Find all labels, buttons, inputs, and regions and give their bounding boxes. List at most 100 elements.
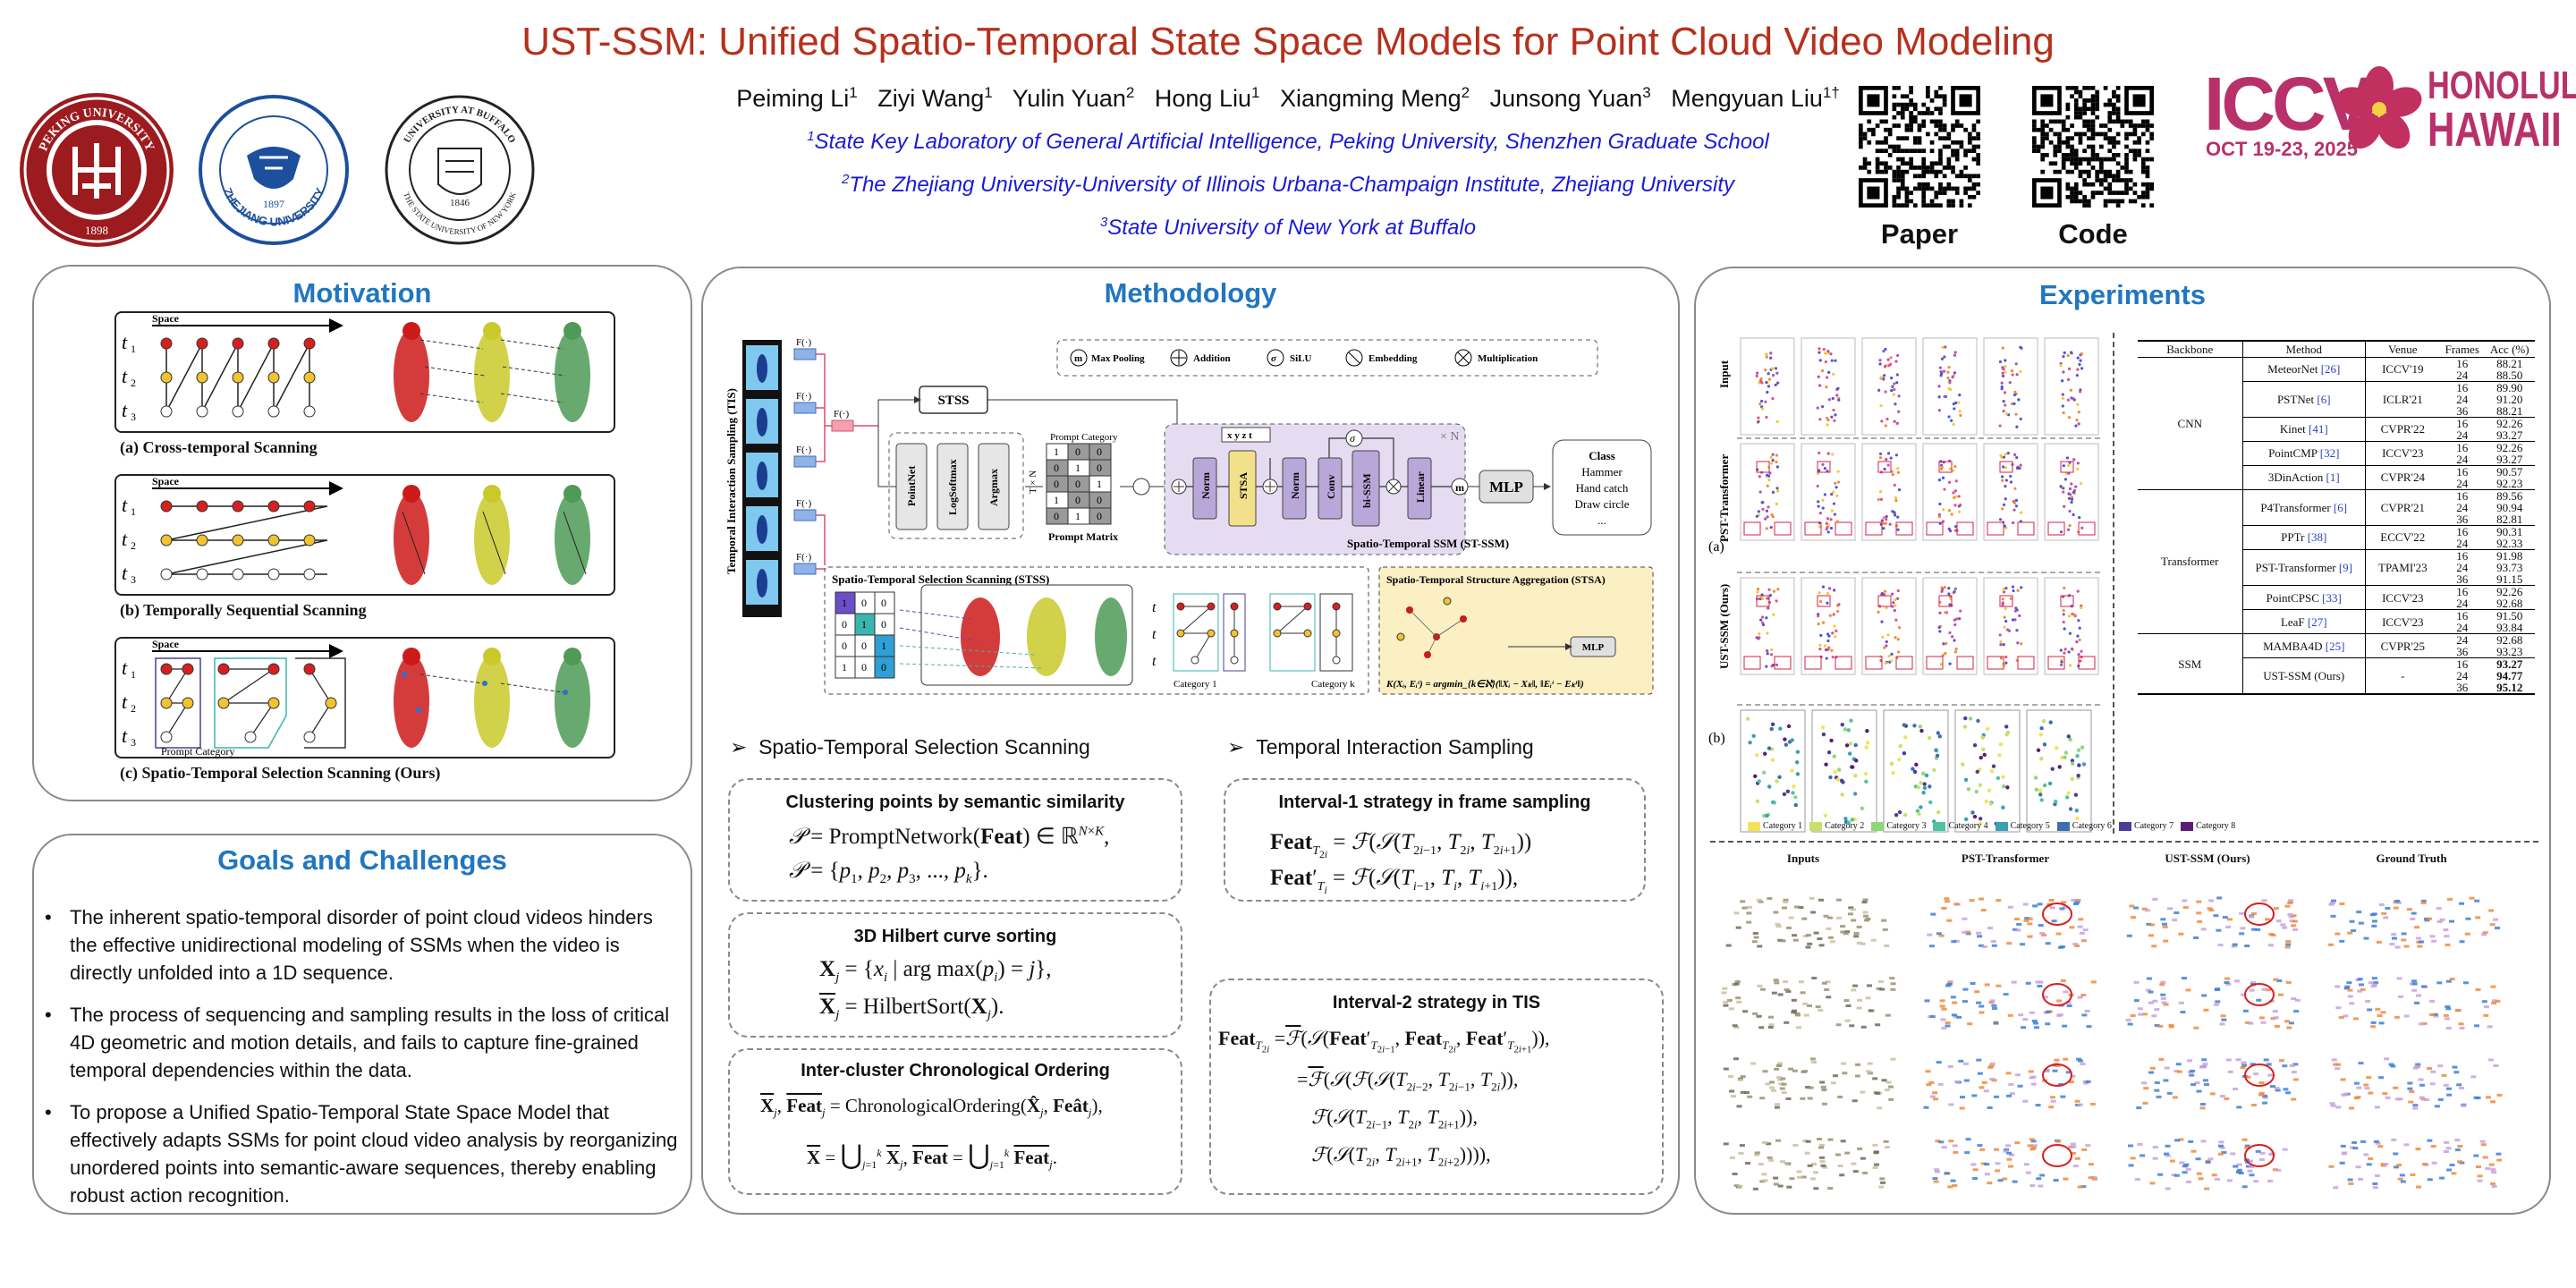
equation: Feat′Ti = ℱ(𝒮(Ti−1, Ti, Ti+1)),	[1270, 866, 1519, 896]
iccv-logo: ICCV HONOLULU HAWAII OCT 19-23, 2025	[2204, 62, 2576, 160]
clustering-box: Clustering points by semantic similarity…	[728, 778, 1182, 902]
svg-text:0: 0	[861, 597, 867, 609]
svg-text:Spatio-Temporal SSM (ST-SSM): Spatio-Temporal SSM (ST-SSM)	[1347, 537, 1509, 550]
svg-text:MLP: MLP	[1582, 642, 1605, 653]
venue-cell: ICCV'23	[2364, 585, 2440, 610]
svg-text:× N: × N	[1440, 430, 1460, 444]
frames-cell: 36	[2456, 681, 2469, 695]
method-cell: 3DinAction [1]	[2241, 465, 2366, 490]
seg-header: PST-Transformer	[1961, 852, 2050, 865]
accuracy-cell: 92.26	[2496, 416, 2523, 430]
svg-text:Linear: Linear	[1414, 471, 1427, 503]
svg-text:LogSoftmax: LogSoftmax	[946, 459, 959, 515]
svg-text:Category k: Category k	[1311, 679, 1355, 690]
method-cell: UST-SSM (Ours)	[2241, 657, 2366, 695]
svg-text:Multiplication: Multiplication	[1478, 353, 1538, 364]
svg-text:SiLU: SiLU	[1290, 353, 1312, 364]
svg-text:Class: Class	[1589, 449, 1615, 462]
svg-text:F(·): F(·)	[796, 552, 811, 563]
svg-text:F(·): F(·)	[834, 409, 849, 419]
svg-text:Argmax: Argmax	[987, 469, 1000, 506]
paper-qr-code[interactable]	[1859, 86, 1980, 208]
segmentation-visualization: Input PST-Transformer UST-SSM (Ours) (a)…	[1708, 337, 2100, 833]
equation: Xj = {xi | arg max(pi) = j},	[819, 957, 1052, 985]
svg-text:Addition: Addition	[1193, 353, 1231, 364]
section-divider	[1710, 841, 2538, 843]
svg-text:Prompt Category: Prompt Category	[1050, 432, 1118, 443]
backbone-cell: Transformer	[2161, 555, 2219, 569]
venue-cell: CVPR'22	[2364, 417, 2440, 442]
svg-text:UST-SSM (Ours): UST-SSM (Ours)	[1717, 584, 1731, 669]
frames-cell: 24	[2456, 500, 2469, 514]
svg-text:F(·): F(·)	[796, 445, 811, 455]
legend-swatch	[1995, 821, 2008, 831]
svg-text:0: 0	[1097, 445, 1102, 458]
svg-text:t: t	[122, 562, 128, 584]
frames-cell: 24	[2456, 452, 2469, 466]
interval1-box: Interval-1 strategy in frame sampling Fe…	[1224, 778, 1646, 902]
equation: X = ⋃j=1k Xj, Feat = ⋃j=1k Featj.	[807, 1140, 1057, 1172]
legend-label: Category 7	[2133, 821, 2174, 831]
seg-header: Ground Truth	[2376, 852, 2447, 865]
point-cloud-figures	[394, 322, 590, 422]
svg-text:1897: 1897	[263, 198, 284, 210]
code-qr-code[interactable]	[2032, 86, 2154, 208]
legend-label: Category 6	[2072, 821, 2112, 831]
svg-text:(a): (a)	[1708, 539, 1724, 555]
svg-text:t: t	[122, 691, 128, 713]
venue-cell: ICCV'19	[2364, 357, 2440, 381]
method-cell: Kinet [41]	[2241, 417, 2366, 442]
legend-label: Category 2	[1825, 821, 1865, 831]
frames-cell: 24	[2456, 476, 2469, 490]
venue-cell: ECCV'22	[2364, 525, 2440, 550]
accuracy-cell: 90.31	[2496, 524, 2523, 538]
results-table: Backbone Method Venue Frames Acc (%) CNN…	[2138, 340, 2535, 695]
accuracy-cell: 94.77	[2496, 669, 2523, 683]
author: Hong Liu1	[1154, 84, 1260, 112]
svg-text:Hand catch: Hand catch	[1576, 481, 1629, 495]
frames-cell: 24	[2456, 536, 2469, 550]
svg-text:Norm: Norm	[1289, 472, 1301, 499]
legend-swatch	[2056, 821, 2070, 831]
svg-text:Conv: Conv	[1325, 475, 1337, 499]
svg-text:2: 2	[131, 539, 136, 552]
frames-cell: 16	[2456, 548, 2469, 563]
venue-cell: ICCV'23	[2364, 441, 2440, 466]
author: Junsong Yuan3	[1489, 84, 1651, 112]
frames-cell: 36	[2456, 403, 2469, 418]
equation: ℱ(𝒮(T2i, T2i+1, T2i+2)))),	[1311, 1143, 1491, 1169]
frames-cell: 24	[2456, 621, 2469, 635]
methodology-panel: Methodology Temporal Interaction Samplin…	[701, 267, 1680, 1215]
accuracy-cell: 91.98	[2496, 548, 2523, 563]
svg-text:Space: Space	[152, 639, 180, 650]
svg-text:t: t	[1152, 600, 1157, 615]
svg-text:PST-Transformer: PST-Transformer	[1717, 454, 1731, 542]
backbone-cell: SSM	[2178, 657, 2202, 671]
frames-cell: 36	[2456, 645, 2469, 659]
accuracy-cell: 91.20	[2496, 392, 2523, 406]
interval2-box: Interval-2 strategy in TIS FeatT2i =ℱ(𝒮(…	[1209, 979, 1664, 1195]
svg-text:1: 1	[131, 668, 136, 681]
method-cell: PointCMP [32]	[2241, 441, 2366, 466]
svg-text:3: 3	[131, 411, 136, 423]
pku-logo: PEKING UNIVERSITY 1898	[20, 93, 174, 247]
frames-cell: 16	[2456, 488, 2469, 503]
svg-text:0: 0	[1054, 462, 1059, 474]
svg-text:0: 0	[1097, 494, 1102, 506]
svg-text:bi-SSM: bi-SSM	[1360, 473, 1373, 508]
table-header: Backbone	[2138, 340, 2243, 358]
svg-text:m: m	[1074, 353, 1082, 364]
svg-text:t: t	[122, 399, 128, 421]
venue-cell: ICLR'21	[2364, 381, 2440, 418]
